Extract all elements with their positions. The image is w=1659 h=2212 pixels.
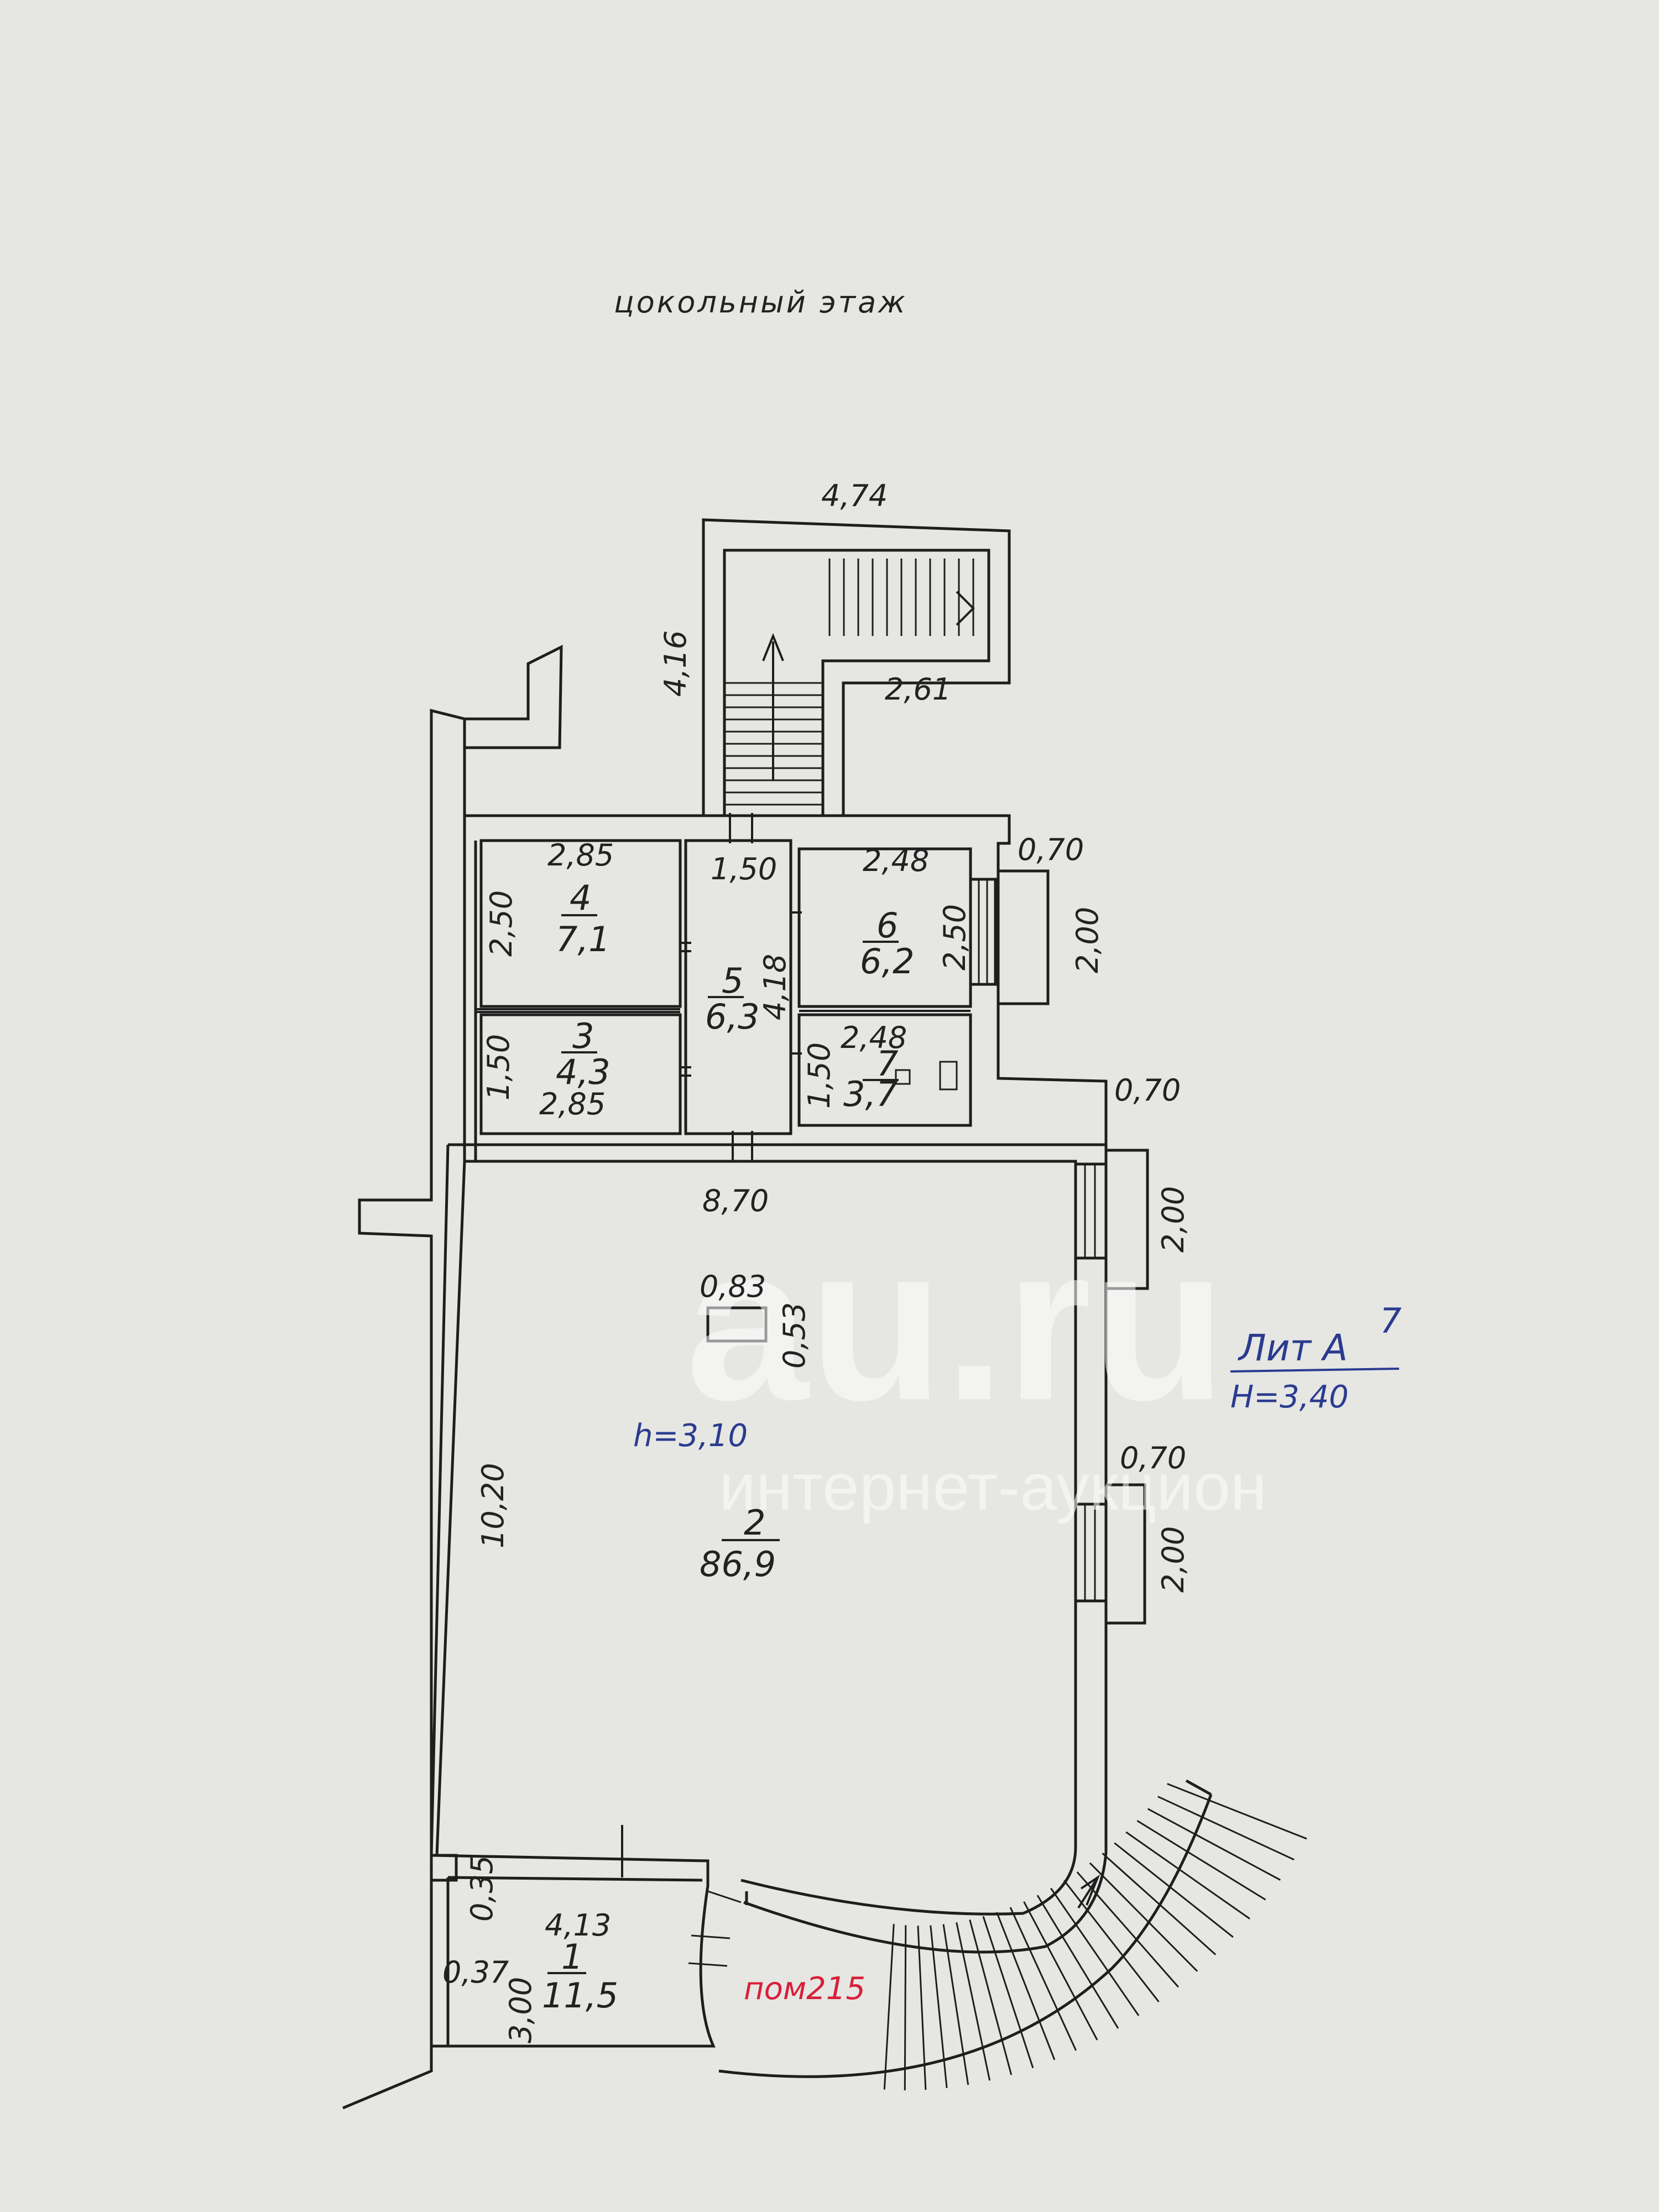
window-1-width: 0,70 [1018,832,1084,867]
stair-landing-dim: 2,61 [885,672,951,707]
room-2-width: 8,70 [702,1183,769,1218]
window-room2-a [1074,1149,1149,1290]
stair-width-dim: 4,74 [821,478,888,513]
room-3-outline [479,1013,682,1135]
column-height: 0,53 [777,1302,812,1369]
room-7-area: 3,7 [843,1074,898,1114]
room-5-height: 4,18 [758,954,792,1020]
window-2-width: 0,70 [1114,1073,1181,1108]
room-3-height: 1,50 [481,1034,516,1100]
room-1-dim-b: 0,37 [442,1955,509,1990]
lit-label: Лит А [1238,1327,1348,1369]
room-1-area: 11,5 [542,1975,618,2016]
stair-tread [1157,1796,1295,1861]
room-7-height: 1,50 [802,1042,837,1109]
stair-tread [1089,1862,1198,1972]
stair-tread [904,1925,907,2090]
room-7-outline [797,1013,972,1127]
stair-tread [930,1925,948,2088]
curved-staircase [718,1779,1307,2090]
room-7-width: 2,48 [841,1020,907,1055]
stair-tread [956,1922,991,2081]
room-5-area: 6,3 [705,997,760,1037]
stair-tread [1167,1783,1307,1840]
page-title: цокольный этаж [614,285,907,320]
stair-down-arrow [956,591,975,626]
room-6-number: 6 [877,905,898,946]
stair-tread [1009,1907,1077,2051]
room-4-height: 2,50 [484,890,519,957]
stair-tread [1063,1880,1160,2002]
stair-tread [982,1916,1034,2068]
column [706,1306,768,1343]
room-4-area: 7,1 [556,919,611,959]
room-3-width: 2,85 [539,1087,606,1121]
room-2-height: 10,20 [476,1463,510,1548]
watermark-tagline: интернет-аукцион [719,1450,1267,1524]
room-2-ceiling-height: h=3,10 [633,1418,748,1454]
stair-tread [1036,1895,1119,2029]
upper-staircase [702,518,1011,816]
room-2-area: 86,9 [700,1544,776,1584]
window-3-height: 2,00 [1156,1526,1191,1593]
room-6-area: 6,2 [860,941,915,982]
stair-tread [1076,1871,1179,1988]
window-2-height: 2,00 [1156,1186,1191,1253]
window-3-width: 0,70 [1120,1441,1186,1475]
stair-tread [1050,1887,1140,2016]
premise-number-label: пом215 [744,1971,865,2007]
room-1-walls [430,1825,742,2071]
left-parapet [342,644,563,2110]
room-3-number: 3 [572,1016,594,1056]
stair-tread [1023,1901,1098,2041]
stair-tread [1114,1842,1234,1938]
room-1-height: 3,00 [503,1977,538,2043]
column-width: 0,83 [700,1269,766,1304]
stair-tread [1125,1831,1250,1920]
room-5-number: 5 [722,961,743,1001]
stair-tread [996,1912,1056,2060]
stair-tread [1147,1808,1281,1881]
watermark-brand: au.ru [686,1199,1227,1446]
room-1-number: 1 [561,1937,583,1977]
stair-tread [969,1919,1013,2075]
fixture-room7-small [895,1069,911,1085]
stair-tread [883,1924,895,2090]
room-2-walls [430,1143,1108,1954]
window-1-height: 2,00 [1070,907,1105,973]
room-5-outline [684,839,792,1135]
room-1-dim-a: 0,35 [465,1855,499,1922]
room-4-outline [479,839,682,1008]
room-separator [476,1008,680,1013]
stair-tread [1136,1820,1266,1901]
room-7-number: 7 [877,1044,898,1084]
stair-tread [1102,1853,1217,1955]
window-room2-b [1074,1483,1146,1625]
room-5-width: 1,50 [711,852,777,886]
upper-block-walls [463,814,1108,1167]
stair-up-arrow [762,633,784,780]
lit-superscript: 7 [1380,1301,1401,1341]
room-3-area: 4,3 [556,1052,611,1092]
fixture-room7 [939,1061,958,1091]
stair-tread [917,1926,927,2090]
room-4-width: 2,85 [547,838,614,873]
room-2-number: 2 [744,1503,765,1543]
room-1-width: 4,13 [545,1908,611,1943]
room-6-width: 2,48 [863,843,929,878]
room-4-number: 4 [570,878,591,918]
stair-height-dim: 4,16 [658,630,693,697]
stair-tread [942,1924,969,2085]
lit-height: Н=3,40 [1230,1379,1349,1415]
stair-treads-horizontal [828,559,974,636]
window-room6 [969,869,1050,1005]
room-6-height: 2,50 [937,904,972,971]
